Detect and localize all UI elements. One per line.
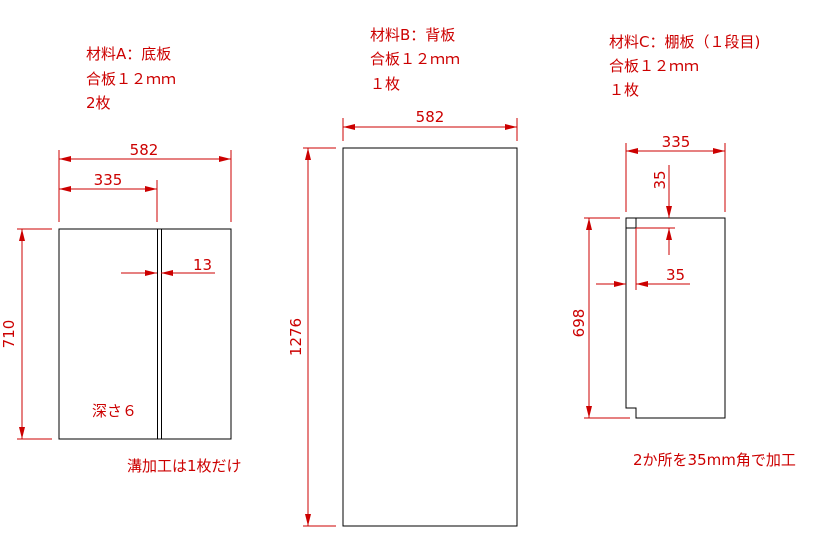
material-a-width-dim: 582 [58, 141, 232, 222]
material-c-notch-depth-dim: 35 [636, 165, 675, 255]
material-b-width-label: 582 [416, 108, 445, 126]
material-a-groove-pos-dim: 335 [59, 171, 158, 222]
material-b-width-dim: 582 [342, 108, 518, 141]
material-a: 材料A：底板 合板１２ｍｍ 2枚 582 335 [0, 45, 242, 475]
material-c-notch-top [625, 217, 637, 229]
material-b: 材料B：背板 合板１２ｍｍ １枚 582 1276 [287, 26, 518, 527]
material-b-height-label: 1276 [287, 318, 305, 356]
material-c-process-note: 2か所を35mm角で加工 [633, 451, 796, 469]
material-c-notch-width-dim: 35 [596, 228, 690, 290]
material-a-stock: 合板１２ｍｍ [86, 70, 176, 88]
material-c-outline [625, 217, 726, 419]
material-a-depth-note: 深さ６ [92, 402, 137, 420]
material-a-qty: 2枚 [86, 94, 111, 112]
material-c-notch-width-label: 35 [666, 266, 685, 284]
material-c-notch-depth-label: 35 [651, 170, 669, 189]
material-b-height-dim: 1276 [287, 147, 336, 527]
material-a-groove-width-dim: 13 [121, 256, 215, 276]
material-c-qty: １枚 [609, 81, 639, 99]
material-c: 材料C：棚板（１段目) 合板１２ｍｍ １枚 335 35 [570, 33, 796, 469]
material-a-width-label: 582 [130, 141, 159, 159]
material-c-width-label: 335 [662, 133, 691, 151]
material-a-groove-pos-label: 335 [94, 171, 123, 189]
material-b-qty: １枚 [370, 75, 400, 93]
material-a-name: 材料A：底板 [86, 45, 171, 63]
material-c-stock: 合板１２ｍｍ [609, 57, 699, 75]
material-c-height-dim: 698 [570, 217, 630, 419]
material-a-height-label: 710 [0, 320, 18, 349]
material-b-stock: 合板１２ｍｍ [370, 50, 460, 68]
material-c-name: 材料C：棚板（１段目) [609, 33, 760, 51]
material-a-height-dim: 710 [0, 228, 52, 440]
material-a-groove-width-label: 13 [193, 256, 212, 274]
material-b-name: 材料B：背板 [370, 26, 455, 44]
material-a-process-note: 溝加工は1枚だけ [127, 457, 242, 475]
material-b-outline [342, 147, 518, 527]
material-c-width-dim: 335 [625, 133, 726, 212]
material-c-height-label: 698 [570, 309, 588, 338]
material-a-outline [58, 228, 232, 440]
